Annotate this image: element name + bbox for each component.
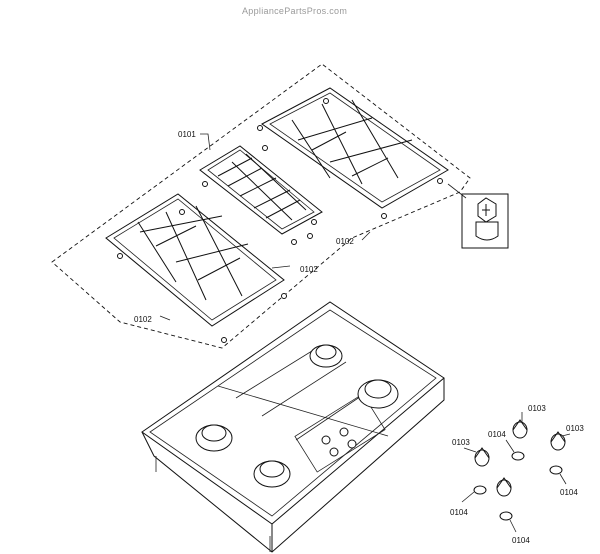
- leader-0104-d: [509, 519, 517, 533]
- grate-group-outline: [51, 63, 471, 349]
- callout-0104-c: 0104: [450, 508, 468, 517]
- leader-0102-left: [159, 315, 171, 321]
- callout-0104-a: 0104: [488, 430, 506, 439]
- control-knob-b[interactable]: [474, 447, 490, 467]
- callout-0103-b: 0103: [452, 438, 470, 447]
- callout-0102-left: 0102: [134, 315, 152, 324]
- watermark-text: AppliancePartsPros.com: [242, 6, 347, 16]
- grate-right[interactable]: [257, 87, 449, 219]
- burner-front-center: [253, 460, 291, 488]
- burner-front-left: [195, 424, 233, 452]
- leader-0101: [200, 133, 211, 151]
- callout-0102-side: 0102: [300, 265, 318, 274]
- callout-0104-b: 0104: [560, 488, 578, 497]
- knob-bezel-c[interactable]: [473, 485, 487, 495]
- control-knob-a[interactable]: [512, 419, 528, 439]
- leader-0103-c: [561, 433, 571, 437]
- grate-left[interactable]: [105, 193, 287, 343]
- leader-0104-c: [461, 491, 475, 503]
- cooktop-body[interactable]: [141, 301, 445, 553]
- leader-0102-side: [271, 265, 291, 269]
- burner-rear-center: [309, 344, 343, 368]
- foot-detail[interactable]: [447, 183, 509, 249]
- knob-bezel-d[interactable]: [499, 511, 513, 521]
- leader-0103-b: [463, 447, 477, 453]
- burner-rear-right: [357, 379, 399, 409]
- grate-center[interactable]: [199, 145, 323, 245]
- leader-0104-a: [505, 439, 515, 453]
- callout-0101: 0101: [178, 130, 196, 139]
- callout-0103-a: 0103: [528, 404, 546, 413]
- leader-0102-right: [361, 231, 371, 241]
- control-panel-holes: [321, 427, 357, 457]
- callout-0102-right: 0102: [336, 237, 354, 246]
- knob-bezel-a[interactable]: [511, 451, 525, 461]
- callout-0104-d: 0104: [512, 536, 530, 545]
- leader-0104-b: [559, 473, 567, 485]
- control-knob-c[interactable]: [550, 431, 566, 451]
- knob-bezel-b[interactable]: [549, 465, 563, 475]
- control-knob-d[interactable]: [496, 477, 512, 497]
- callout-0103-c: 0103: [566, 424, 584, 433]
